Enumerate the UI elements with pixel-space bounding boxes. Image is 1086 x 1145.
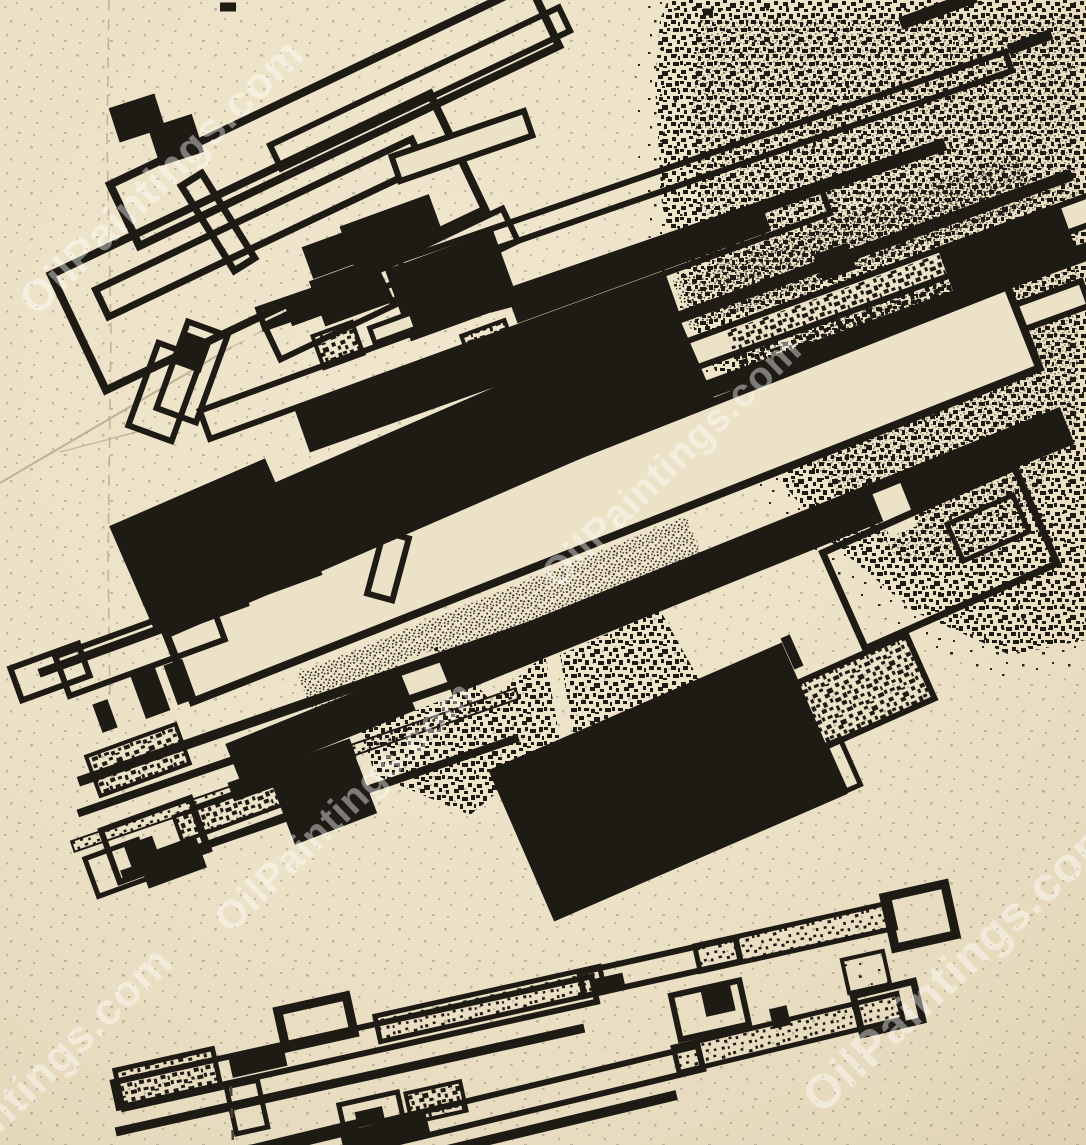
bottom-dashed-line [229,1085,235,1145]
stepped-solid-mass [284,194,520,342]
scratch-line [59,427,153,453]
bottom-bar-row-lower [229,977,928,1145]
ladder-cluster [124,317,232,446]
top-left-bar-cluster [45,0,713,396]
left-thin-bar-cluster [6,566,544,879]
top-left-solid-blocks [108,2,713,167]
paper-crease-line [106,0,112,701]
